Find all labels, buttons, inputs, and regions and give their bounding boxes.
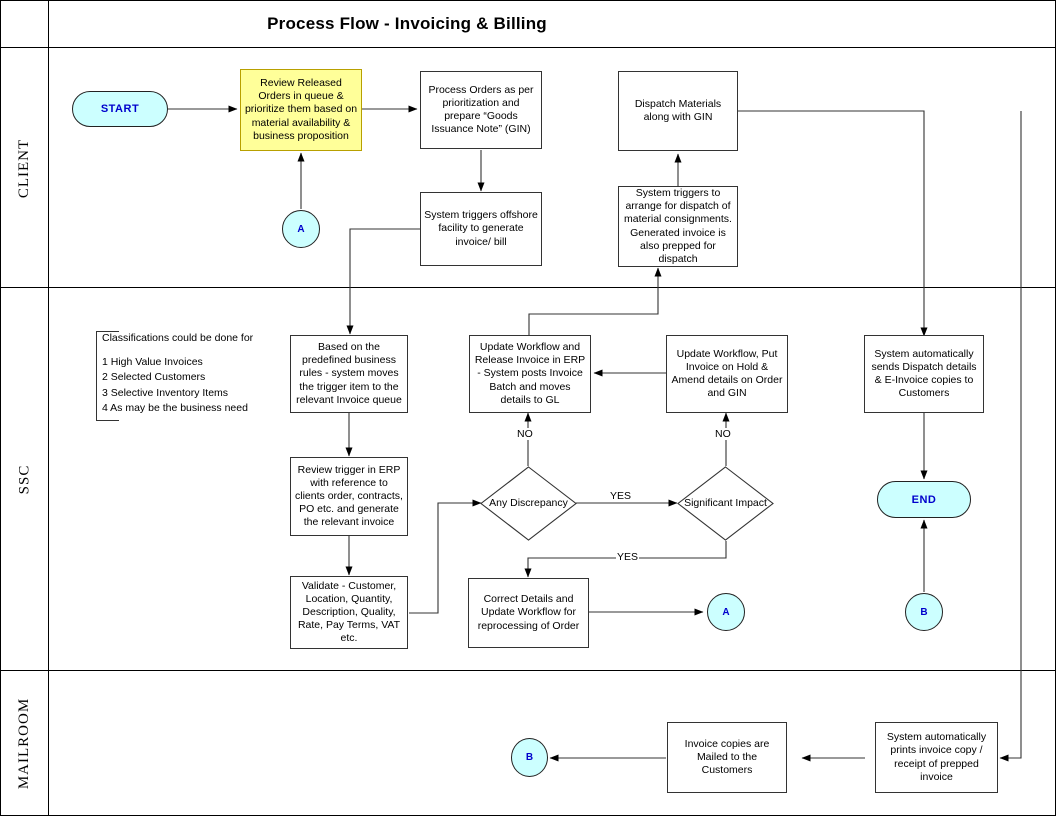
note-heading: Classifications could be done for xyxy=(102,332,254,344)
connector-b-mailroom-label: B xyxy=(525,752,534,763)
edge-label-yes-discrepancy: YES xyxy=(609,490,633,502)
connector-a-client[interactable]: A xyxy=(282,210,320,248)
node-dispatch-materials-label: Dispatch Materials along with GIN xyxy=(634,97,722,123)
node-update-hold-amend[interactable]: Update Workflow, Put Invoice on Hold & A… xyxy=(666,335,788,413)
node-based-on-rules-label: Based on the predefined business rules -… xyxy=(296,341,402,406)
edge-label-no-discrepancy: NO xyxy=(516,428,534,440)
node-correct-details[interactable]: Correct Details and Update Workflow for … xyxy=(468,578,589,648)
decision-any-discrepancy[interactable]: Any Discrepancy xyxy=(480,466,577,541)
lane-label-ssc: SSC xyxy=(1,288,49,671)
lane-row-ssc xyxy=(1,288,1055,671)
node-update-release-erp[interactable]: Update Workflow and Release Invoice in E… xyxy=(469,335,591,413)
node-end[interactable]: END xyxy=(877,481,971,518)
decision-any-discrepancy-label: Any Discrepancy xyxy=(489,496,568,509)
node-correct-details-label: Correct Details and Update Workflow for … xyxy=(477,593,580,632)
node-system-prints-invoice[interactable]: System automatically prints invoice copy… xyxy=(875,722,998,793)
node-review-trigger-erp-label: Review trigger in ERP with reference to … xyxy=(295,463,403,529)
node-review-released-orders[interactable]: Review Released Orders in queue & priori… xyxy=(240,69,362,151)
node-start-label: START xyxy=(100,103,140,115)
node-end-label: END xyxy=(911,493,937,506)
node-update-hold-amend-label: Update Workflow, Put Invoice on Hold & A… xyxy=(671,347,783,400)
node-validate[interactable]: Validate - Customer, Location, Quantity,… xyxy=(290,576,408,649)
connector-b-ssc-label: B xyxy=(920,606,928,618)
node-system-prints-invoice-label: System automatically prints invoice copy… xyxy=(886,731,987,783)
lane-label-mailroom-text: MAILROOM xyxy=(16,697,32,789)
edge-label-no-impact: NO xyxy=(714,428,732,440)
node-system-triggers-dispatch-label: System triggers to arrange for dispatch … xyxy=(624,187,732,265)
note-item-1: 1 High Value Invoices xyxy=(102,356,203,369)
node-system-triggers-offshore[interactable]: System triggers offshore facility to gen… xyxy=(420,192,542,266)
node-system-sends-dispatch-label: System automatically sends Dispatch deta… xyxy=(871,347,977,400)
node-based-on-rules[interactable]: Based on the predefined business rules -… xyxy=(290,335,408,413)
note-item-4: 4 As may be the business need xyxy=(102,401,248,414)
node-invoice-copies-mailed[interactable]: Invoice copies are Mailed to the Custome… xyxy=(667,722,787,793)
node-review-released-orders-label: Review Released Orders in queue & priori… xyxy=(244,77,358,142)
connector-b-ssc[interactable]: B xyxy=(905,593,943,631)
node-update-release-erp-label: Update Workflow and Release Invoice in E… xyxy=(474,341,586,406)
lane-header-cell xyxy=(1,1,49,48)
node-system-triggers-offshore-label: System triggers offshore facility to gen… xyxy=(424,209,538,248)
page-title: Process Flow - Invoicing & Billing xyxy=(267,14,547,33)
node-dispatch-materials[interactable]: Dispatch Materials along with GIN xyxy=(618,71,738,151)
note-item-3: 3 Selective Inventory Items xyxy=(102,386,229,399)
lane-label-mailroom: MAILROOM xyxy=(1,671,49,815)
node-process-orders[interactable]: Process Orders as per prioritization and… xyxy=(420,71,542,149)
node-invoice-copies-mailed-label: Invoice copies are Mailed to the Custome… xyxy=(684,737,770,777)
node-review-trigger-erp[interactable]: Review trigger in ERP with reference to … xyxy=(290,457,408,536)
edge-label-yes-impact: YES xyxy=(616,551,640,563)
lane-row-client xyxy=(1,48,1055,288)
connector-a-ssc[interactable]: A xyxy=(707,593,745,631)
connector-a-client-label: A xyxy=(297,223,305,235)
decision-significant-impact-label: Significant Impact xyxy=(684,496,767,509)
connector-b-mailroom[interactable]: B xyxy=(511,738,548,777)
node-system-sends-dispatch[interactable]: System automatically sends Dispatch deta… xyxy=(864,335,984,413)
node-process-orders-label: Process Orders as per prioritization and… xyxy=(428,83,534,136)
lane-divider-title xyxy=(1,1,1055,48)
connector-a-ssc-label: A xyxy=(722,606,730,618)
decision-significant-impact[interactable]: Significant Impact xyxy=(677,466,774,541)
note-classifications: Classifications could be done for 1 High… xyxy=(96,331,266,421)
node-start[interactable]: START xyxy=(72,91,168,127)
node-validate-label: Validate - Customer, Location, Quantity,… xyxy=(297,579,401,645)
lane-label-client: CLIENT xyxy=(1,48,49,288)
note-item-2: 2 Selected Customers xyxy=(102,371,206,384)
node-system-triggers-dispatch[interactable]: System triggers to arrange for dispatch … xyxy=(618,186,738,267)
